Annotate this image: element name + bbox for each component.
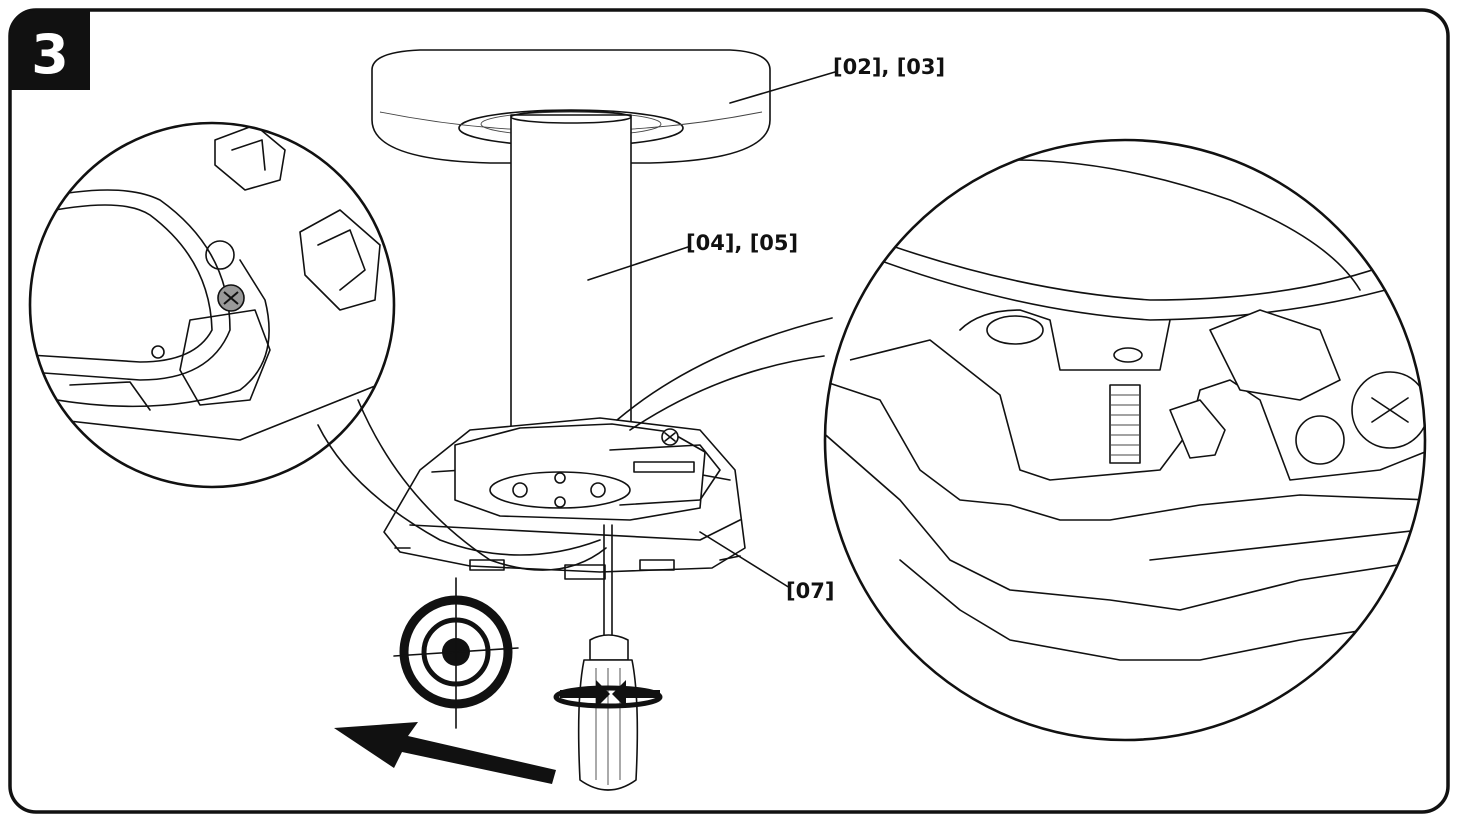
step-badge: 3 bbox=[10, 10, 90, 90]
direction-arrow-icon bbox=[334, 722, 556, 784]
callout-pole: [04], [05] bbox=[686, 231, 798, 255]
adapter-plate bbox=[383, 417, 746, 580]
extension-pole bbox=[510, 110, 632, 434]
left-detail-circle bbox=[28, 121, 607, 571]
right-detail-circle bbox=[616, 138, 1427, 742]
target-icon bbox=[393, 577, 519, 729]
rotation-arrows-icon bbox=[553, 680, 663, 709]
leader-pole bbox=[587, 246, 689, 281]
callout-ceiling-plate: [02], [03] bbox=[833, 55, 945, 79]
diagram-frame bbox=[8, 8, 1450, 814]
leader-adapter-plate bbox=[699, 531, 791, 589]
step-number: 3 bbox=[31, 23, 69, 86]
leader-ceiling-plate bbox=[729, 71, 836, 104]
callout-adapter-plate: [07] bbox=[786, 579, 834, 603]
